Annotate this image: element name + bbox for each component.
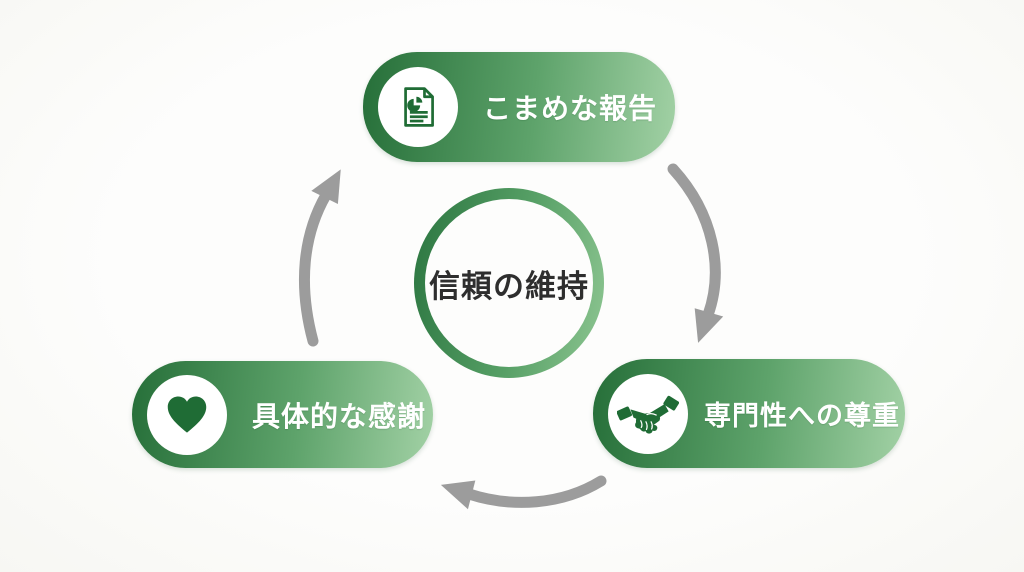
node-respect-label: 専門性への尊重 bbox=[704, 401, 900, 431]
heart-icon-circle bbox=[147, 374, 227, 455]
center-circle: 信頼の維持 bbox=[414, 188, 604, 378]
node-gratitude: 具体的な感謝 bbox=[132, 361, 433, 468]
arrow-right-to-left bbox=[440, 475, 607, 510]
handshake-icon bbox=[617, 395, 679, 434]
arrow-top-to-right bbox=[667, 163, 724, 343]
report-icon-circle bbox=[378, 67, 458, 147]
heart-icon bbox=[167, 396, 207, 433]
report-document-icon bbox=[404, 87, 434, 127]
center-circle-inner: 信頼の維持 bbox=[425, 199, 593, 367]
node-respect: 専門性への尊重 bbox=[593, 359, 905, 468]
handshake-icon-circle bbox=[608, 373, 688, 454]
arrow-left-to-top bbox=[298, 169, 341, 347]
node-report: こまめな報告 bbox=[363, 52, 675, 162]
node-gratitude-label: 具体的な感謝 bbox=[252, 400, 427, 432]
center-label: 信頼の維持 bbox=[429, 268, 589, 304]
node-report-label: こまめな報告 bbox=[483, 93, 658, 124]
